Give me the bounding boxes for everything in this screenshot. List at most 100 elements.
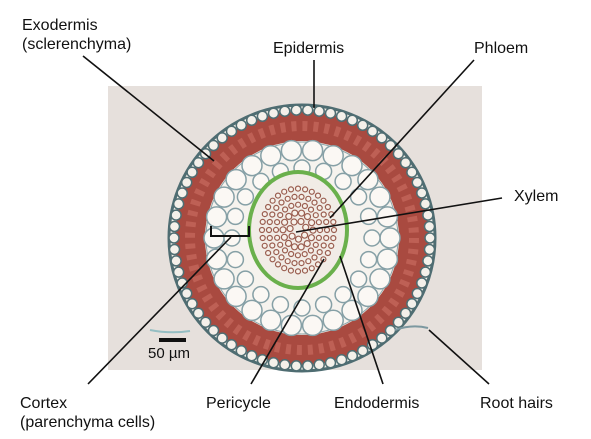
vascular-cell [277, 241, 284, 248]
epidermis-cell [279, 359, 291, 371]
epidermis-cell [392, 148, 405, 160]
vascular-cell [272, 226, 280, 233]
vascular-cell [278, 199, 285, 206]
vascular-cell [308, 219, 316, 227]
vascular-cell [288, 232, 296, 240]
label-xylem-text: Xylem [514, 188, 559, 205]
epidermis-cell [346, 114, 359, 127]
epidermis-cell [324, 107, 337, 119]
cortex-cell [241, 299, 263, 322]
vascular-cell [261, 211, 268, 218]
cortex-cell [223, 229, 241, 247]
vascular-cell [308, 188, 315, 195]
epidermis-cell [225, 339, 238, 351]
epidermis-cell [186, 297, 198, 310]
vascular-cell [274, 192, 282, 199]
vascular-cell [273, 204, 280, 211]
root-hair-streak [394, 325, 429, 331]
vascular-cell [305, 195, 312, 202]
epidermis-cell [186, 166, 198, 179]
scale-bar-label: 50 µm [148, 344, 190, 363]
leader-cortex [87, 236, 232, 385]
vascular-cell [303, 240, 311, 248]
vascular-cell [291, 209, 299, 217]
cortex-cell [293, 299, 311, 317]
vascular-cell [286, 225, 294, 233]
vascular-cell [291, 260, 298, 267]
epidermis-cell [313, 105, 325, 117]
epidermis-cell [256, 110, 269, 123]
leader-xylem [295, 197, 503, 233]
cortex-cell [376, 248, 399, 270]
vascular-cell [261, 242, 268, 249]
cortex-cell [322, 309, 344, 332]
cortex-cell [341, 154, 363, 177]
epidermis-cell [267, 357, 280, 369]
vascular-cell [308, 265, 315, 272]
epidermis-cell [301, 104, 314, 116]
vascular-cell [307, 234, 315, 242]
vascular-cell [274, 261, 282, 268]
epidermis-cell [199, 316, 212, 328]
epidermis-cell [245, 114, 258, 127]
epidermis-cell [419, 198, 432, 210]
epidermis-cell [376, 332, 388, 344]
label-xylem: Xylem [514, 187, 558, 206]
epidermis-cell [192, 157, 205, 169]
epidermis-cell [399, 307, 412, 319]
epidermis-cell [424, 232, 436, 244]
vascular-cell [298, 260, 305, 267]
cortex-cell [314, 295, 333, 314]
vascular-cell [301, 231, 309, 239]
cortex-cell [213, 268, 235, 290]
vascular-cell [290, 218, 298, 226]
cortex-cell [334, 285, 352, 304]
epidermis-cell [180, 287, 193, 300]
vascular-cell [277, 212, 284, 219]
vascular-cell [298, 193, 305, 200]
epidermis-cell [180, 176, 193, 189]
label-phloem: Phloem [474, 39, 528, 58]
epidermis-cell [235, 344, 248, 357]
vascular-cell [259, 218, 266, 225]
vascular-cell [269, 211, 276, 218]
leader-pericycle [250, 258, 325, 385]
vascular-cell [294, 252, 301, 259]
cortex-cell [226, 250, 245, 269]
epidermis-cell [267, 107, 280, 119]
epidermis-cell [335, 353, 348, 366]
epidermis-cell [245, 349, 258, 362]
epidermis-cell [172, 266, 185, 278]
vascular-cylinder [258, 185, 338, 275]
leader-phloem [329, 59, 475, 219]
vascular-cell [330, 226, 338, 234]
cortex-cell [205, 206, 228, 228]
root-cross-section [167, 103, 437, 373]
cortex-cell [301, 314, 324, 337]
epidermis-cell [376, 132, 388, 144]
vascular-cell [307, 206, 315, 213]
epidermis-cell [346, 349, 359, 362]
epidermis-cell [168, 243, 181, 256]
vascular-cell [285, 212, 293, 220]
vascular-cell [266, 234, 273, 242]
epidermis-cell [419, 266, 432, 278]
epidermis-cell [170, 255, 182, 267]
vascular-cell [281, 188, 288, 195]
vascular-cell [301, 267, 309, 274]
vascular-cell [284, 258, 291, 265]
vascular-cell [290, 243, 299, 251]
epidermis-cell [411, 287, 424, 300]
epidermis-cell [384, 139, 397, 152]
epidermis-cell [235, 119, 248, 132]
cortex-cell [260, 144, 282, 167]
epidermis-cell [356, 119, 369, 132]
vascular-cell [295, 201, 302, 208]
cortex-cell [363, 229, 381, 247]
vascular-cell [330, 235, 337, 242]
cortex-cell [379, 227, 401, 249]
epidermis-cell [168, 220, 181, 233]
cortex-cell [301, 139, 324, 162]
vascular-cell [265, 249, 272, 257]
